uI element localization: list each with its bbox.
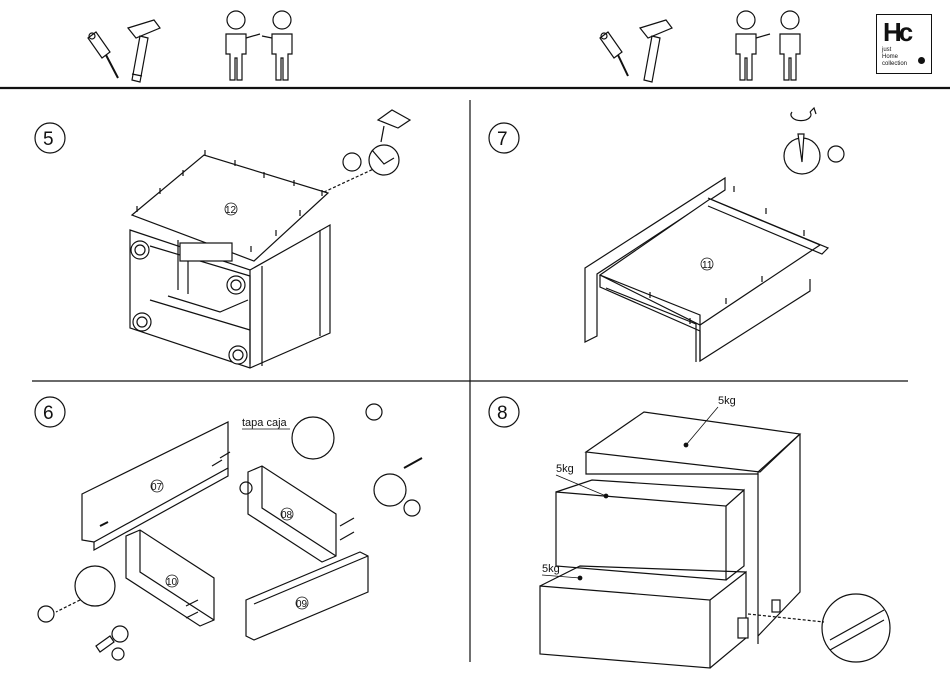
load-top-label: 5kg [718, 395, 736, 407]
step-8-number: 8 [497, 403, 508, 424]
screwdriver-icon [88, 32, 118, 78]
part-08-label: 08 [281, 510, 293, 521]
part-10-label: 10 [166, 577, 178, 588]
part-11-label: 11 [702, 260, 713, 271]
screwdriver-icon [600, 32, 628, 76]
step-7-illustration [489, 108, 844, 362]
step-5-number: 5 [43, 129, 54, 150]
two-people-icon [736, 11, 800, 80]
brand-dot-icon [918, 57, 925, 64]
step-5-illustration [35, 110, 410, 368]
step-7-number: 7 [497, 129, 508, 150]
hammer-icon [128, 20, 160, 82]
load-drawer2-label: 5kg [542, 563, 560, 575]
brand-logo: Hc just Home collection [876, 14, 932, 74]
brand-line1: Home [882, 54, 898, 60]
step-6-number: 6 [43, 403, 54, 424]
two-people-icon [226, 11, 292, 80]
brand-line2: collection [882, 61, 907, 67]
brand-mark: Hc [883, 17, 910, 47]
brand-text: just Home collection [882, 47, 907, 68]
step-6-illustration [35, 397, 422, 660]
part-12-label: 12 [225, 205, 237, 216]
hammer-icon [640, 20, 672, 82]
brand-tagline: just [882, 47, 891, 53]
tapa-caja-label: tapa caja [242, 417, 288, 429]
part-07-label: 07 [151, 482, 163, 493]
load-drawer1-label: 5kg [556, 463, 574, 475]
part-09-label: 09 [296, 599, 308, 610]
step-8-illustration [489, 397, 890, 668]
